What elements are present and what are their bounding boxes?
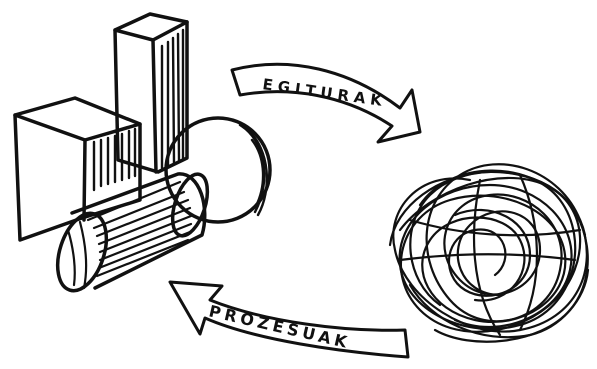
tall-prism: [113, 12, 189, 174]
svg-text:EGITURAK: EGITURAK: [261, 75, 388, 110]
cube: [13, 96, 142, 242]
sphere: [164, 116, 272, 224]
arrow-processes: PROZESUAK: [168, 280, 410, 359]
cylinder: [55, 172, 210, 293]
arrow-structures-text: EGITURAK: [261, 75, 388, 110]
arrow-structures: EGITURAK: [230, 62, 422, 144]
arrow-structures-label: EGITURAK: [261, 75, 388, 110]
tangled-scribble: [388, 163, 590, 343]
